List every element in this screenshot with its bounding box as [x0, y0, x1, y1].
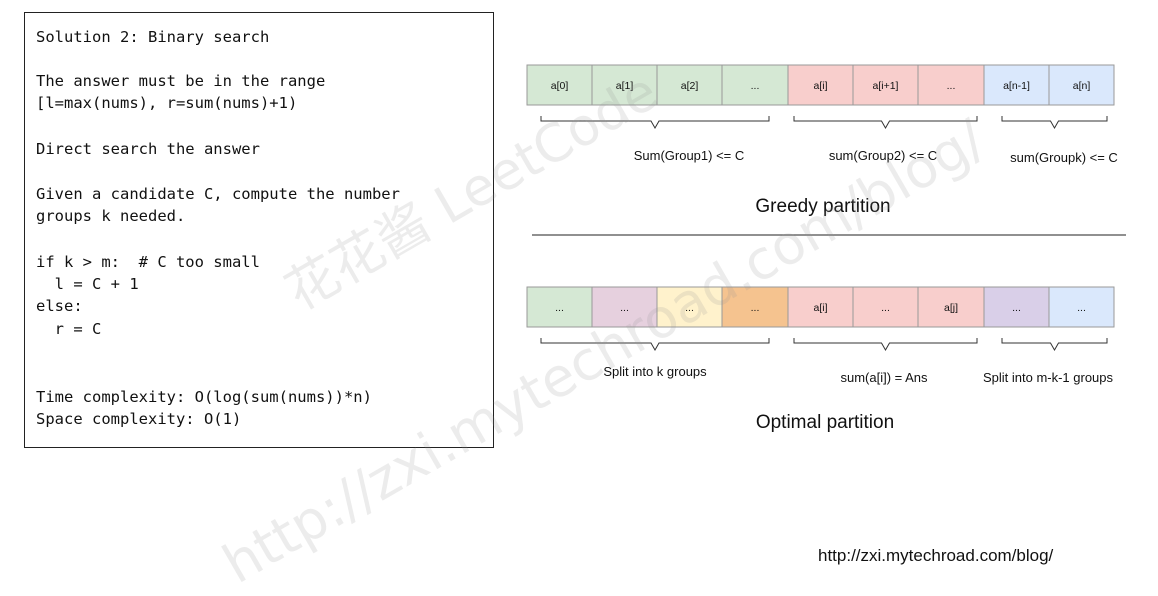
- greedy-cell: [983, 64, 1050, 106]
- greedy-cell-label: a[i]: [813, 80, 827, 92]
- optimal-cell: [656, 286, 723, 328]
- greedy-cell-label: ...: [947, 80, 956, 92]
- code-line: groups k needed.: [36, 207, 186, 225]
- optimal-group-label-2: sum(a[i]) = Ans: [840, 370, 928, 385]
- greedy-cell-label: a[n-1]: [1003, 80, 1030, 92]
- greedy-cell: [1048, 64, 1115, 106]
- optimal-array: ............ a[i]... a[j]......: [526, 286, 1115, 328]
- optimal-brace-1: [540, 338, 770, 352]
- optimal-cell-label: ...: [1077, 302, 1086, 314]
- optimal-brace-3: [1001, 338, 1108, 352]
- optimal-braces: [540, 338, 1108, 352]
- optimal-brace-2: [793, 338, 978, 352]
- optimal-cell-label: a[i]: [813, 302, 827, 314]
- greedy-cell: [591, 64, 658, 106]
- optimal-cell-label: ...: [620, 302, 629, 314]
- code-line: [l=max(nums), r=sum(nums)+1): [36, 94, 298, 112]
- greedy-array: a[0] a[1] a[2]... a[i] a[i+1]... a[n-1] a[n]: [526, 64, 1115, 106]
- optimal-cell-label: ...: [881, 302, 890, 314]
- code-line: The answer must be in the range: [36, 72, 326, 90]
- greedy-group-label-3: sum(Groupk) <= C: [1010, 150, 1118, 165]
- greedy-cell: [526, 64, 593, 106]
- optimal-cell-label: a[j]: [944, 302, 958, 314]
- code-line: Direct search the answer: [36, 140, 260, 158]
- optimal-cell-label: ...: [1012, 302, 1021, 314]
- optimal-group-label-1: Split into k groups: [603, 364, 707, 379]
- code-line: Space complexity: O(1): [36, 410, 242, 428]
- code-line: if k > m: # C too small: [36, 253, 260, 271]
- greedy-cell-label: a[n]: [1073, 80, 1091, 92]
- greedy-group-label-2: sum(Group2) <= C: [829, 148, 937, 163]
- optimal-cell: [917, 286, 985, 328]
- greedy-cell: [721, 64, 789, 106]
- code-line: Solution 2: Binary search: [36, 28, 270, 46]
- greedy-cell-label: a[1]: [616, 80, 634, 92]
- greedy-cell-label: a[2]: [681, 80, 699, 92]
- greedy-cell-label: a[i+1]: [873, 80, 899, 92]
- optimal-cell-label: ...: [555, 302, 564, 314]
- optimal-group-label-3: Split into m-k-1 groups: [983, 370, 1114, 385]
- optimal-title: Optimal partition: [756, 412, 894, 433]
- footer-url: http://zxi.mytechroad.com/blog/: [818, 546, 1054, 565]
- greedy-title: Greedy partition: [755, 196, 890, 217]
- greedy-group-label-1: Sum(Group1) <= C: [634, 148, 745, 163]
- greedy-brace-2: [793, 116, 978, 130]
- greedy-cell: [787, 64, 854, 106]
- code-line: Time complexity: O(log(sum(nums))*n): [36, 388, 372, 406]
- code-line: else:: [36, 297, 83, 315]
- optimal-cell: [983, 286, 1050, 328]
- greedy-cell-label: ...: [751, 80, 760, 92]
- code-panel: Solution 2: Binary search The answer mus…: [24, 12, 494, 448]
- code-line: r = C: [36, 320, 102, 338]
- greedy-brace-1: [540, 116, 770, 130]
- code-line: l = C + 1: [36, 275, 139, 293]
- optimal-cell-label: ...: [751, 302, 760, 314]
- greedy-braces: [540, 116, 1108, 130]
- greedy-cell: [852, 64, 919, 106]
- optimal-cell: [1048, 286, 1115, 328]
- optimal-cell: [591, 286, 658, 328]
- code-line: Given a candidate C, compute the number: [36, 185, 400, 203]
- greedy-cell: [656, 64, 723, 106]
- optimal-cell: [852, 286, 919, 328]
- greedy-brace-3: [1001, 116, 1108, 130]
- optimal-cell-label: ...: [685, 302, 694, 314]
- greedy-cell-label: a[0]: [551, 80, 569, 92]
